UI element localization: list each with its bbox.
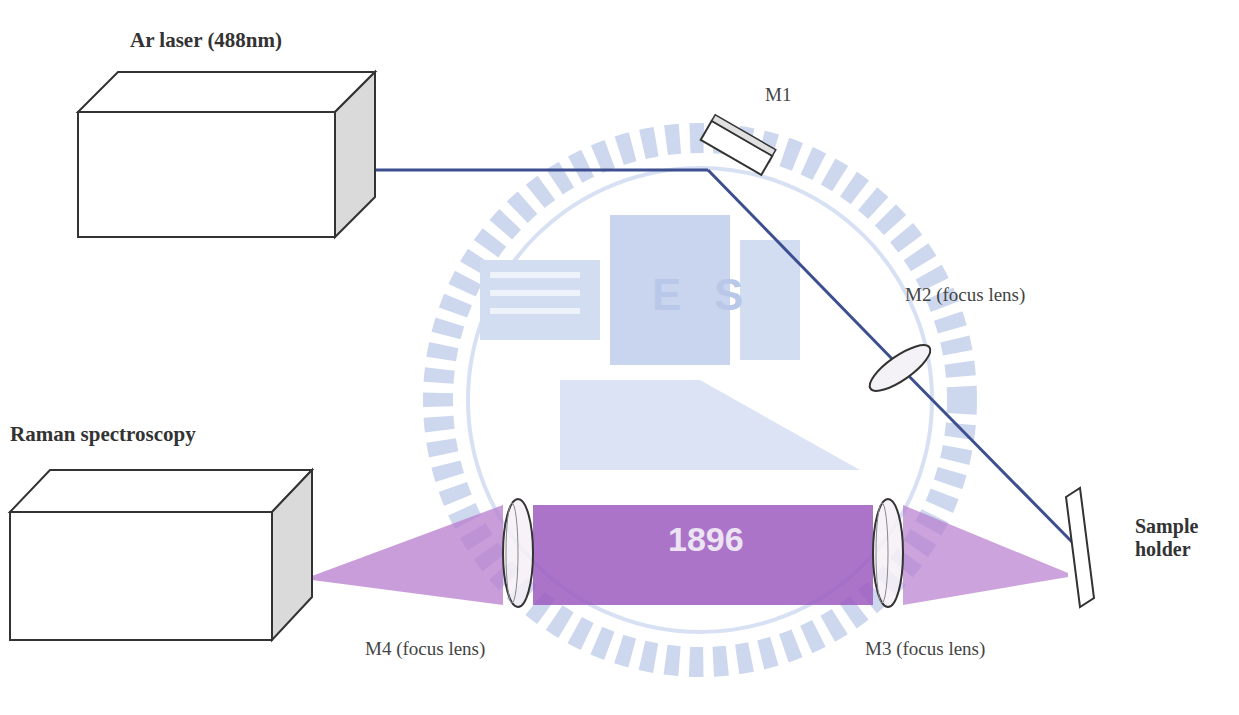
optical-part: M1 xyxy=(690,82,805,187)
part-label: Sample holder xyxy=(1135,515,1225,561)
optical-part: M2 (focus lens) xyxy=(860,280,1115,410)
optical-part: Sample holder xyxy=(1060,485,1235,615)
laser-beam xyxy=(350,169,708,172)
part-label: Raman spectroscopy xyxy=(10,422,196,447)
part-label: Ar laser (488nm) xyxy=(130,28,282,53)
optical-part: M4 (focus lens) xyxy=(360,495,540,667)
watermark-letter: E xyxy=(652,270,681,320)
part-label: M3 (focus lens) xyxy=(865,638,985,660)
part-shape xyxy=(5,418,320,644)
part-label: M4 (focus lens) xyxy=(365,638,485,660)
optical-part: M3 (focus lens) xyxy=(860,495,1020,667)
scattered-light-beam xyxy=(903,505,1068,605)
laser-beam xyxy=(708,170,898,365)
scattered-light-beam xyxy=(312,505,503,605)
scattered-light-beam xyxy=(533,505,873,605)
watermark-letter: S xyxy=(714,270,743,320)
optical-part: Ar laser (488nm) xyxy=(70,25,385,241)
part-label: M2 (focus lens) xyxy=(905,284,1025,306)
optical-part: Raman spectroscopy xyxy=(5,418,320,644)
part-label: M1 xyxy=(765,84,791,106)
watermark-year: 1896 xyxy=(668,520,744,559)
part-shape xyxy=(70,25,385,241)
